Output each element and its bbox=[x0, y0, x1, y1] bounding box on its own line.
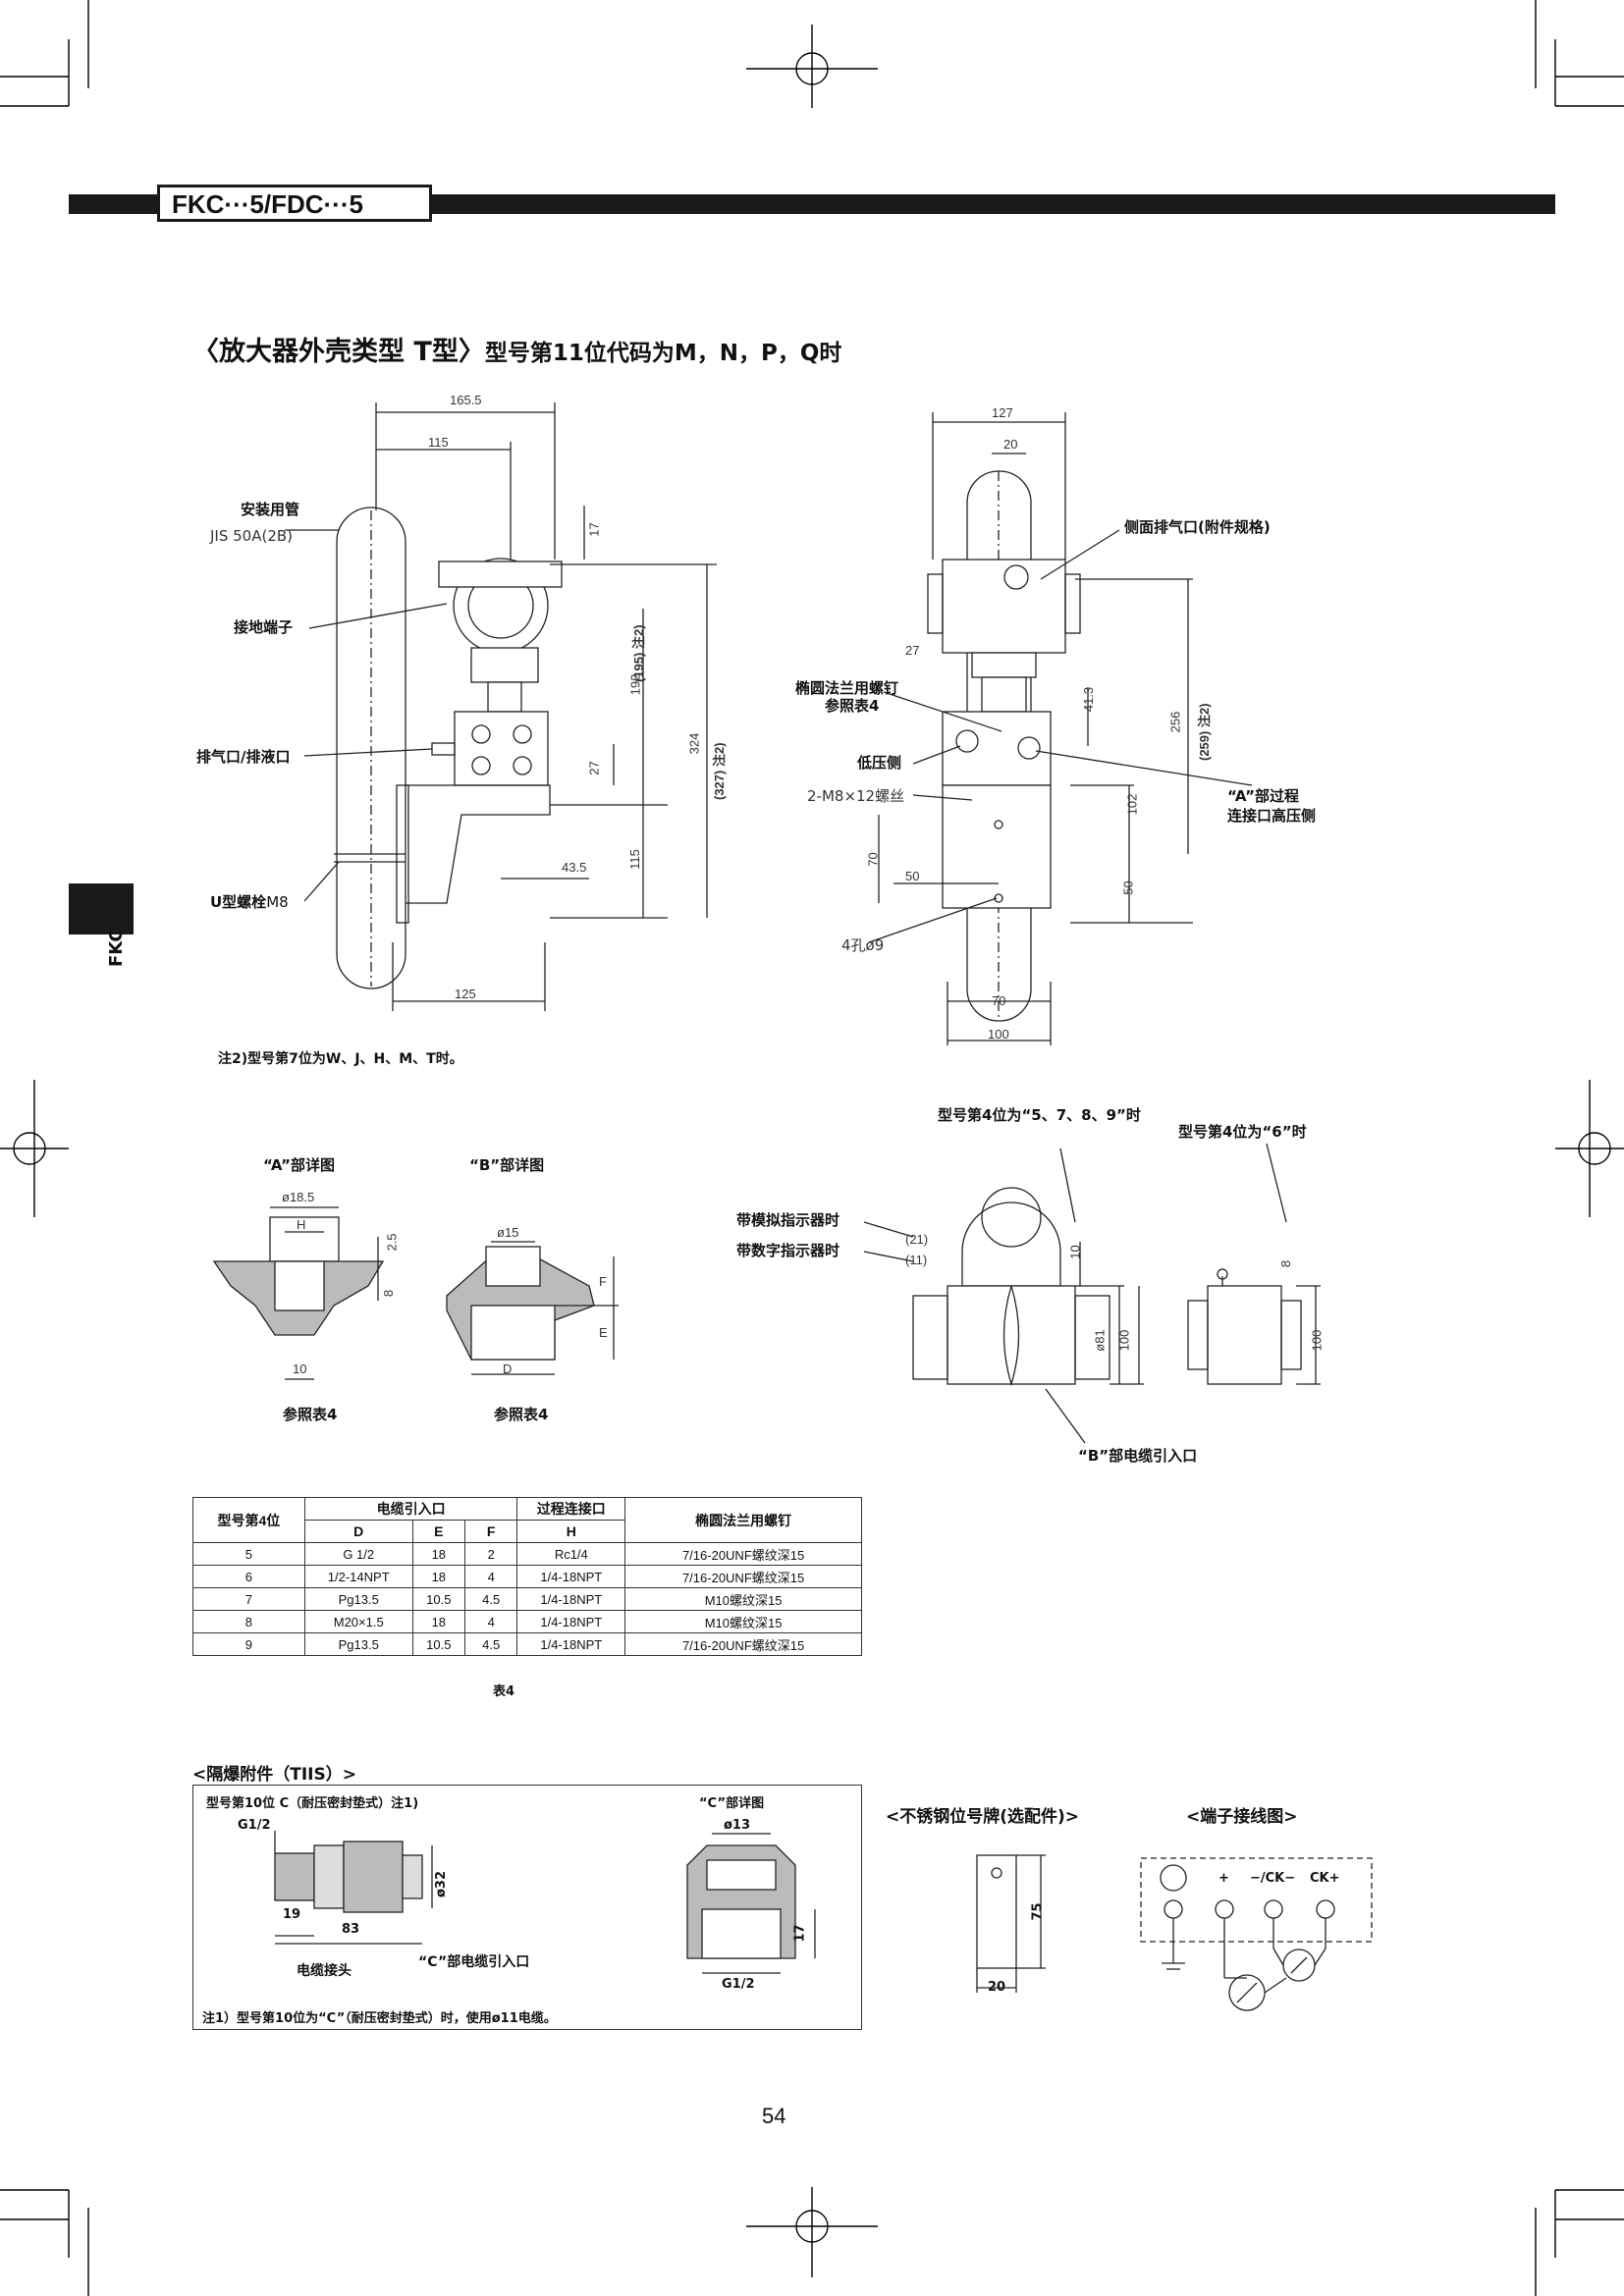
label-digital: 带数字指示器时 bbox=[736, 1242, 840, 1259]
terminal-minus-ck: −/CK− bbox=[1250, 1871, 1296, 1886]
dim-50-h: 50 bbox=[905, 869, 920, 883]
explosion-dim-83: 83 bbox=[342, 1922, 360, 1937]
terminal-title: <端子接线图> bbox=[1186, 1807, 1298, 1827]
explosion-box bbox=[192, 1785, 862, 2030]
dim-11: (11) bbox=[905, 1253, 928, 1267]
detail-a-title: “A”部详图 bbox=[263, 1156, 336, 1174]
explosion-sub: 型号第10位 C（耐压密封垫式）注1) bbox=[206, 1796, 419, 1811]
explosion-detail-c: “C”部详图 bbox=[699, 1796, 765, 1811]
explosion-g12: G1/2 bbox=[238, 1818, 271, 1833]
section-title: 〈放大器外壳类型 T型〉型号第11位代码为M，N，P，Q时 bbox=[192, 337, 842, 367]
indicator-title-1: 型号第4位为“5、7、8、9”时 bbox=[938, 1106, 1141, 1124]
tag-title: <不锈钢位号牌(选配件)> bbox=[886, 1807, 1080, 1827]
label-ubolt: U型螺栓M8 bbox=[210, 893, 289, 911]
detail-b-d: D bbox=[503, 1362, 513, 1376]
label-holes: 4孔ø9 bbox=[841, 936, 885, 954]
label-flange-bolt: 椭圆法兰用螺钉 bbox=[795, 679, 899, 697]
detail-a-h: H bbox=[297, 1217, 306, 1232]
header-bar bbox=[69, 194, 1555, 214]
label-flange-bolt-ref: 参照表4 bbox=[825, 697, 880, 715]
label-pipe-spec: JIS 50A(2B) bbox=[210, 527, 294, 545]
explosion-note: 注1）型号第10位为“C”（耐压密封垫式）时，使用ø11电缆。 bbox=[202, 2011, 557, 2026]
label-vent: 排气口/排液口 bbox=[196, 748, 291, 766]
dim-100-h: 100 bbox=[988, 1027, 1009, 1041]
detail-b-dia: ø15 bbox=[497, 1225, 519, 1240]
detail-a-dia: ø18.5 bbox=[282, 1190, 315, 1204]
dim-127: 127 bbox=[992, 405, 1013, 420]
explosion-detail-13: ø13 bbox=[724, 1818, 751, 1833]
detail-b-ref: 参照表4 bbox=[494, 1406, 549, 1423]
label-ground: 接地端子 bbox=[234, 618, 294, 636]
label-screw: 2-M8×12螺丝 bbox=[807, 787, 905, 805]
th-model: 型号第4位 bbox=[192, 1497, 305, 1543]
detail-b-title: “B”部详图 bbox=[469, 1156, 545, 1174]
detail-b-f: F bbox=[599, 1274, 607, 1289]
label-cable-b: “B”部电缆引入口 bbox=[1078, 1447, 1198, 1465]
terminal-plus: + bbox=[1218, 1871, 1229, 1886]
explosion-title: <隔爆附件（TIIS）> bbox=[192, 1765, 356, 1785]
label-analog: 带模拟指示器时 bbox=[736, 1211, 840, 1229]
header-title-box: FKC···5/FDC···5 bbox=[157, 185, 432, 222]
label-low-side: 低压侧 bbox=[857, 754, 902, 772]
explosion-cable-c: “C”部电缆引入口 bbox=[418, 1954, 530, 1970]
label-pipe: 安装用管 bbox=[241, 501, 300, 518]
explosion-dim-19: 19 bbox=[283, 1907, 301, 1922]
page-number: 54 bbox=[762, 2104, 786, 2128]
dim-21: (21) bbox=[905, 1232, 929, 1247]
label-process-a: “A”部过程 bbox=[1227, 787, 1300, 805]
dim-20: 20 bbox=[1003, 437, 1018, 452]
detail-a-ref: 参照表4 bbox=[283, 1406, 338, 1423]
indicator-title-2: 型号第4位为“6”时 bbox=[1178, 1123, 1307, 1141]
label-side-vent: 侧面排气口(附件规格) bbox=[1124, 518, 1271, 536]
dim-27-right: 27 bbox=[905, 643, 920, 658]
detail-b-e: E bbox=[599, 1325, 608, 1340]
explosion-connector: 电缆接头 bbox=[297, 1963, 352, 1979]
th-bolt: 椭圆法兰用螺钉 bbox=[624, 1497, 862, 1543]
side-tab bbox=[69, 883, 134, 934]
dim-43-5: 43.5 bbox=[562, 860, 587, 875]
tag-dim-20: 20 bbox=[988, 1980, 1006, 1995]
header-title: FKC···5/FDC···5 bbox=[172, 189, 363, 219]
note-2: 注2)型号第7位为W、J、H、M、T时。 bbox=[218, 1051, 463, 1067]
explosion-detail-g12: G1/2 bbox=[722, 1977, 755, 1992]
th-cable: 电缆引入口 bbox=[303, 1497, 518, 1521]
terminal-ck-plus: CK+ bbox=[1310, 1871, 1340, 1886]
dim-115-top: 115 bbox=[428, 435, 449, 450]
th-process: 过程连接口 bbox=[516, 1497, 626, 1521]
dim-125: 125 bbox=[455, 987, 476, 1001]
table-4-caption: 表4 bbox=[493, 1684, 515, 1699]
detail-a-10: 10 bbox=[293, 1362, 307, 1376]
dim-165-5: 165.5 bbox=[450, 393, 482, 407]
label-process-b: 连接口高压侧 bbox=[1227, 807, 1317, 825]
dim-70-h: 70 bbox=[992, 993, 1006, 1008]
